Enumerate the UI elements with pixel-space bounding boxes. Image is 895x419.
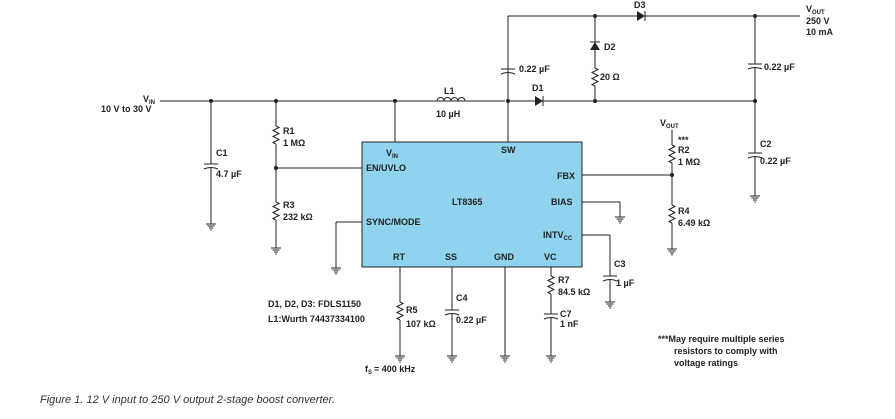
footnote-line-3: voltage ratings <box>674 358 738 368</box>
ic-pin-vc: VC <box>544 252 557 262</box>
intvcc-c3 <box>582 234 618 309</box>
footnote-line-2: resistors to comply with <box>674 346 778 356</box>
ic-pin-gnd: GND <box>494 252 515 262</box>
gnd-pin <box>499 267 511 363</box>
l1-name: L1 <box>444 86 455 96</box>
vin-range: 10 V to 30 V <box>101 104 152 114</box>
c4-name: C4 <box>456 293 468 303</box>
ic-pin-ss: SS <box>445 252 457 262</box>
ic-body <box>361 141 583 268</box>
ss-c4 <box>444 267 460 363</box>
divider-r1-r3 <box>270 101 362 255</box>
footnote-line-1: ***May require multiple series <box>658 334 785 344</box>
diode-d2-and-r-snub <box>590 16 600 101</box>
r7-value: 84.5 kΩ <box>558 287 590 297</box>
ic-pin-intvcc: INTVCC <box>543 230 573 242</box>
c3-name: C3 <box>614 259 626 269</box>
c-top-value: 0.22 µF <box>519 64 550 74</box>
vout-note-mark: *** <box>678 135 689 145</box>
vout-voltage: 250 V <box>806 16 830 26</box>
sw-node <box>500 16 516 142</box>
c7-value: 1 nF <box>560 319 579 329</box>
d2-name: D2 <box>604 42 616 52</box>
figure-caption: Figure 1. 12 V input to 250 V output 2-s… <box>40 394 335 406</box>
bias-ground <box>582 201 626 224</box>
r5-value: 107 kΩ <box>406 319 436 329</box>
r1-name: R1 <box>283 126 295 136</box>
capacitor-c2 <box>747 101 763 203</box>
vout-current: 10 mA <box>806 27 834 37</box>
r4-value: 6.49 kΩ <box>678 218 710 228</box>
input-rail <box>160 99 505 103</box>
ic-pin-rt: RT <box>393 252 405 262</box>
ic-pin-bias: BIAS <box>551 197 573 207</box>
bom-line-1: D1, D2, D3: FDLS1150 <box>268 299 361 309</box>
bom-line-2: L1:Wurth 74437334100 <box>268 314 365 324</box>
c2-value: 0.22 µF <box>760 156 791 166</box>
d1-name: D1 <box>532 83 544 93</box>
r4-name: R4 <box>678 206 690 216</box>
ic-name: LT8365 <box>452 197 482 207</box>
sync-mode-ground <box>330 221 362 275</box>
c1-name: C1 <box>216 148 228 158</box>
diode-d1 <box>508 96 757 106</box>
vin-label: VIN <box>143 94 155 106</box>
vc-r7-c7 <box>543 267 559 363</box>
vout-node-label: VOUT <box>660 118 679 130</box>
ic-pin-fbx: FBX <box>557 171 575 181</box>
r2-value: 1 MΩ <box>678 157 700 167</box>
d3-name: D3 <box>634 0 646 10</box>
c3-value: 1 µF <box>616 278 635 288</box>
capacitor-out1 <box>747 16 763 101</box>
c4-value: 0.22 µF <box>456 315 487 325</box>
r3-name: R3 <box>283 200 295 210</box>
r3-value: 232 kΩ <box>283 212 313 222</box>
r1-value: 1 MΩ <box>283 138 305 148</box>
rt-r5 <box>394 267 406 363</box>
fs-label: fS= 400 kHz <box>365 364 416 376</box>
vout-label: VOUT <box>806 4 825 16</box>
r-snub-value: 20 Ω <box>600 72 620 82</box>
r5-name: R5 <box>406 305 418 315</box>
ic-pin-vin: VIN <box>386 148 398 160</box>
c1-value: 4.7 µF <box>216 169 242 179</box>
feedback-divider <box>582 130 678 256</box>
ic-pin-sync-mode: SYNC/MODE <box>366 217 421 227</box>
l1-value: 10 µH <box>436 109 460 119</box>
r2-name: R2 <box>678 145 690 155</box>
r7-name: R7 <box>558 275 570 285</box>
c7-name: C7 <box>560 309 572 319</box>
diode-d3 <box>637 11 800 21</box>
c-out1-value: 0.22 µF <box>764 62 795 72</box>
c2-name: C2 <box>760 139 772 149</box>
inductor-l1 <box>436 97 466 102</box>
ic-pin-en-uvlo: EN/UVLO <box>366 163 406 173</box>
capacitor-c1 <box>203 101 219 231</box>
ic-pin-sw: SW <box>501 145 516 155</box>
